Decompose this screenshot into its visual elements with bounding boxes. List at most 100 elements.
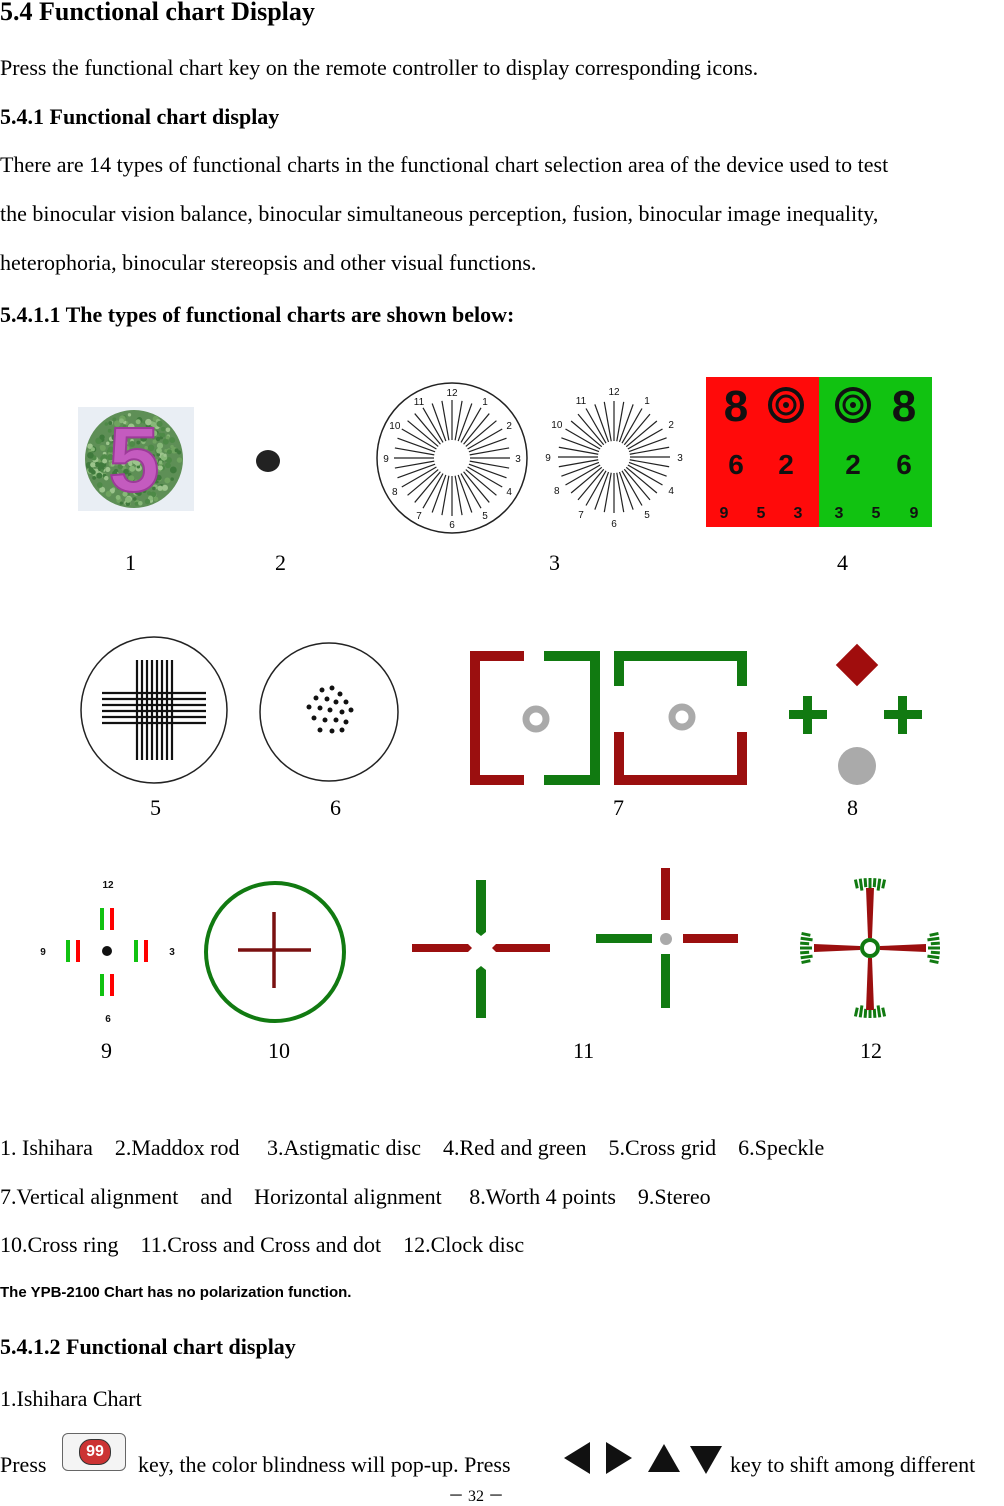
speckle-figure [259, 642, 399, 782]
clock-tick [858, 1005, 864, 1018]
ishihara-dot [169, 437, 176, 444]
ishihara-dot [119, 501, 123, 505]
key-99-button[interactable]: 99 [62, 1433, 126, 1471]
clock-tick [929, 959, 939, 965]
clock-label: 3 [677, 453, 683, 464]
rg-red-big-8: 8 [724, 382, 748, 431]
ishihara-dot [134, 501, 139, 506]
ishihara-dot [132, 497, 137, 501]
figure-number-2: 2 [275, 550, 286, 575]
astigmatic-ray [594, 471, 610, 510]
astigmatic-ray [570, 420, 603, 448]
ishihara-dot [142, 488, 147, 493]
types-title: 5.4.1.1 The types of functional charts a… [0, 302, 515, 327]
astigmatic-ray [616, 472, 625, 513]
astigmatic-ray [577, 468, 605, 501]
figure-number-4: 4 [837, 550, 848, 575]
legend-line-2: 7.Vertical alignment and Horizontal alig… [0, 1184, 711, 1209]
astigmatic-ray [441, 400, 450, 441]
ishihara-dot [158, 432, 163, 437]
ishihara-dot [107, 454, 114, 461]
ishihara-dot [156, 452, 161, 457]
ishihara-dot [112, 417, 117, 422]
ishihara-dot [160, 432, 166, 438]
rg-red-3: 3 [794, 505, 803, 522]
ishihara-dot [95, 437, 102, 445]
clock-tick [872, 1008, 877, 1018]
clock-label: 4 [668, 486, 674, 497]
astigmatic-ray [431, 403, 447, 442]
ishihara-dot [149, 477, 156, 484]
figure-number-1: 1 [125, 550, 136, 575]
astigmatic-ray [467, 428, 503, 450]
ishihara-dot [125, 454, 130, 459]
astigmatic-ray [558, 446, 599, 455]
clock-tick [927, 954, 940, 960]
subsection-2-title: 5.4.1.2 Functional chart display [0, 1334, 296, 1359]
astigmatic-ray [625, 466, 658, 494]
ishihara-dot [164, 477, 171, 484]
astigmatic-ray [454, 475, 463, 516]
astigmatic-ray [561, 437, 600, 453]
astigmatic-ray [565, 428, 601, 450]
ishihara-dot [133, 449, 139, 455]
ishihara-dot [114, 420, 121, 427]
ishihara-dot [99, 434, 105, 440]
ishihara-dot [155, 436, 161, 442]
ishihara-dot [152, 439, 157, 444]
ishihara-dots [85, 413, 183, 507]
ishihara-dot [133, 479, 139, 484]
clock-tick [927, 936, 940, 942]
press-mid-text: key, the color blindness will pop-up. Pr… [138, 1452, 511, 1477]
astigmatic-ray [422, 407, 444, 443]
ishihara-dot [116, 479, 120, 483]
cross-grid-figure [80, 636, 228, 784]
ishihara-dot [165, 462, 171, 469]
clock-label: 2 [668, 420, 674, 431]
astigmatic-ray [463, 413, 490, 445]
clock-tick [800, 941, 810, 946]
clock-tick [881, 879, 887, 889]
astigmatic-ray [577, 413, 605, 446]
cross-ring-figure [204, 881, 346, 1023]
ishihara-dot [124, 496, 132, 503]
astigmatic-ray [397, 463, 436, 479]
ishihara-dot [113, 446, 120, 453]
ishihara-dot [122, 424, 127, 429]
clock-label: 4 [506, 487, 512, 498]
ishihara-dot [156, 442, 164, 449]
clock-tick [863, 1008, 868, 1018]
astigmatic-ray [463, 471, 490, 503]
ishihara-dot [101, 454, 108, 461]
astigmatic-ray [468, 437, 507, 453]
clock-label: 1 [482, 397, 488, 408]
ishihara-dot [90, 447, 95, 452]
astigmatic-ray [414, 471, 441, 503]
ishihara-dot [154, 459, 159, 463]
astigmatic-ray [401, 428, 437, 450]
clock-disc-figure [800, 878, 940, 1018]
ishihara-dot [150, 491, 157, 498]
astigmatic-ray [618, 404, 634, 443]
clock-label: 2 [506, 421, 512, 432]
rg-green-9: 9 [910, 505, 919, 522]
ishihara-dot [110, 462, 115, 467]
paragraph-line-1: There are 14 types of functional charts … [0, 152, 889, 177]
ishihara-dot [106, 441, 110, 446]
rg-green-5: 5 [872, 505, 881, 522]
astigmatic-ray [422, 473, 444, 509]
astigmatic-ray [603, 472, 612, 513]
figure-number-7: 7 [613, 795, 624, 820]
ishihara-dot [107, 428, 112, 433]
ishihara-dot [161, 484, 168, 491]
clock-label: 7 [578, 510, 584, 521]
astigmatic-ray [394, 460, 435, 469]
stereo-figure: 12 3 6 9 [40, 880, 175, 1025]
astigmatic-ray [465, 420, 497, 447]
ishihara-dot [117, 463, 124, 470]
up-arrow-icon [648, 1444, 680, 1472]
astigmatic-ray [469, 460, 510, 469]
ishihara-dot [137, 450, 141, 455]
rg-red-6: 6 [728, 449, 744, 480]
figure-number-6: 6 [330, 795, 341, 820]
